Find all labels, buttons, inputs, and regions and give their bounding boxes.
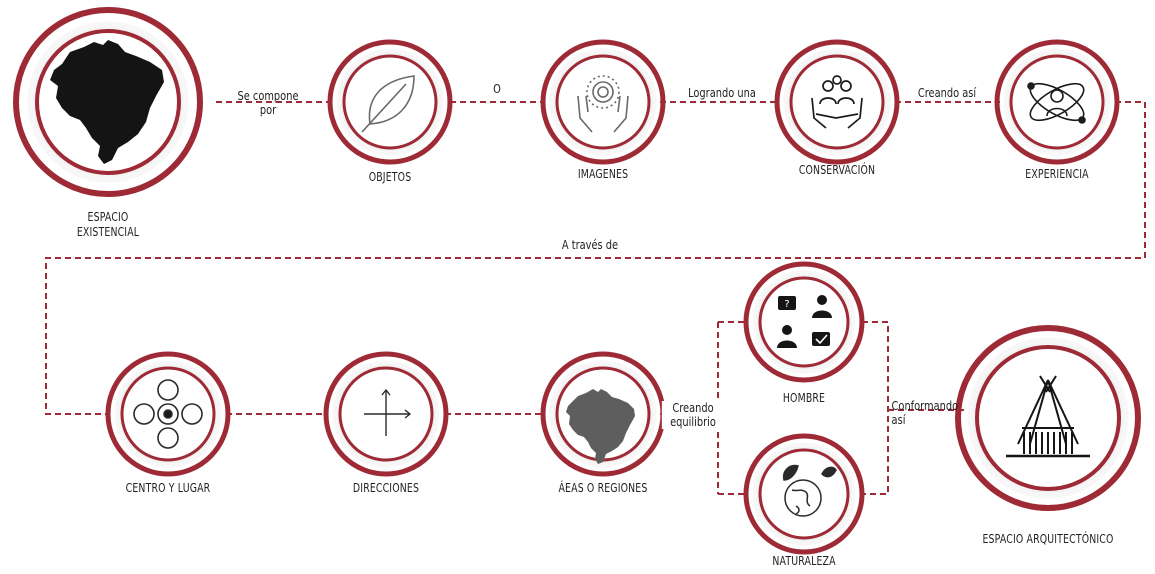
node-conservacion <box>774 39 900 165</box>
hands-spiral-icon <box>577 75 629 133</box>
label-objetos: OBJETOS <box>368 170 412 184</box>
center-circles-icon <box>133 379 203 449</box>
label-hombre: HOMBRE <box>782 391 826 405</box>
people-chat-icon: ? <box>777 295 832 348</box>
node-direcciones <box>323 351 449 477</box>
leaf-icon <box>361 75 415 133</box>
connector-se-compone-por: Se compone por <box>237 89 299 117</box>
node-espacio-arquitectonico <box>955 325 1141 511</box>
brazil-map-icon <box>50 40 164 164</box>
hands-people-icon <box>811 75 863 129</box>
connector-creando-equilibrio: Creando equilibrio <box>661 401 725 429</box>
label-centro-y-lugar: CENTRO Y LUGAR <box>125 481 211 495</box>
tipi-hut-icon <box>1006 375 1090 458</box>
label-conservacion: CONSERVACIÓN <box>798 163 876 177</box>
label-espacio-existencial: ESPACIO EXISTENCIAL <box>76 210 140 239</box>
label-naturaleza: NATURALEZA <box>772 554 836 568</box>
node-hombre <box>743 261 865 383</box>
axis-arrows-icon <box>364 388 412 436</box>
person-atom-icon <box>1027 82 1086 124</box>
connector-a-traves-de: A través de <box>561 238 619 252</box>
label-imagenes: IMAGENES <box>577 167 629 181</box>
svg-text:?: ? <box>784 299 789 310</box>
label-areas-regiones: ÁEAS O REGIONES <box>558 481 648 495</box>
label-espacio-arquitectonico: ESPACIO ARQUITECTÓNICO <box>982 532 1114 546</box>
connector-creando-asi: Creando así <box>917 86 977 100</box>
brazil-map-gray-icon <box>566 389 635 464</box>
connector-o: O <box>493 82 501 96</box>
connector-logrando-una: Logrando una <box>688 86 756 100</box>
earth-leaves-icon <box>782 464 837 517</box>
node-naturaleza <box>743 433 865 555</box>
label-direcciones: DIRECCIONES <box>352 481 420 495</box>
label-experiencia: EXPERIENCIA <box>1025 167 1089 181</box>
connector-conformando-asi: Conformando así <box>891 399 959 427</box>
